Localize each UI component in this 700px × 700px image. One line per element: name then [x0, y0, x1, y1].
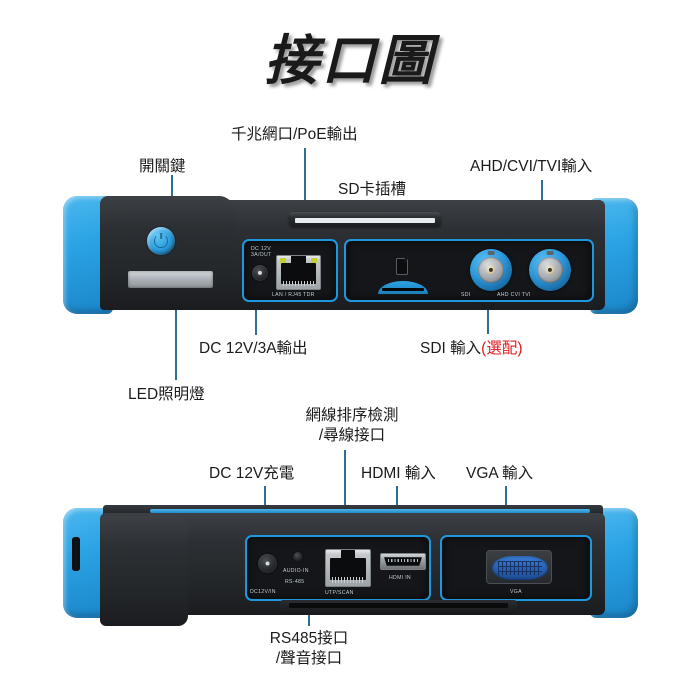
sd-card-slot[interactable]	[382, 288, 424, 291]
panel-bottom-right: VGA	[440, 535, 592, 601]
port-label-dc-out-2: 3A/OUT	[251, 252, 272, 258]
hdmi-in-port[interactable]	[380, 553, 426, 570]
bnc-lug-ahd	[546, 250, 554, 256]
rj45-cavity-bottom	[329, 557, 367, 581]
callout-ahd-cvi-tvi-input: AHD/CVI/TVI輸入	[470, 158, 593, 175]
callout-dc-12v-charge: DC 12V充電	[209, 465, 295, 482]
leader-sdi-input	[487, 288, 489, 334]
sdi-bnc-connector[interactable]	[470, 249, 512, 291]
leader-power-key	[171, 175, 173, 197]
port-label-utp-scan: UTP/SCAN	[325, 590, 354, 596]
ahd-cvi-tvi-bnc-connector[interactable]	[529, 249, 571, 291]
bnc-lug-sdi	[487, 250, 495, 256]
led-lamp	[128, 271, 213, 288]
port-label-dc-out-1: DC 12V	[251, 246, 271, 252]
vga-port[interactable]	[492, 556, 548, 580]
leader-led-lamp	[175, 305, 177, 380]
callout-dc-12v-3a-output: DC 12V/3A輸出	[199, 340, 308, 357]
rj45-pins	[283, 280, 314, 287]
port-label-ahd-cvi-tvi: AHD CVI TVI	[497, 292, 531, 298]
callout-vga-input: VGA 輸入	[466, 465, 534, 482]
vga-pins	[497, 561, 543, 575]
rj45-led-left	[279, 257, 287, 264]
callout-sd-card-slot: SD卡插槽	[338, 181, 407, 198]
sd-card-slot-cover[interactable]	[289, 212, 441, 227]
strap-slot	[72, 537, 80, 571]
power-icon	[154, 234, 168, 248]
sdi-optional-tag: (選配)	[481, 340, 523, 357]
callout-cable-sequence-test: 網線排序檢測 /尋線接口	[305, 407, 399, 444]
power-button[interactable]	[147, 227, 175, 255]
port-label-hdmi-in: HDMI IN	[389, 575, 411, 581]
page-title: 接口圖	[264, 29, 436, 92]
hdmi-teeth	[388, 558, 418, 562]
panel-top-left: DC 12V 3A/OUT LAN / RJ45 TDR	[242, 239, 338, 302]
panel-top-right: SDI AHD CVI TVI	[344, 239, 594, 302]
stand-groove	[289, 603, 508, 608]
rj45-notch-bottom	[340, 550, 356, 560]
sd-card-icon	[396, 258, 408, 275]
callout-hdmi-input: HDMI 輸入	[361, 465, 436, 482]
port-label-audio-in: AUDIO-IN	[283, 568, 309, 574]
lid-strip-accent	[150, 509, 590, 513]
dc-12v-3a-output-jack[interactable]	[252, 265, 268, 281]
port-label-lan: LAN / RJ45 TDR	[272, 292, 315, 298]
leader-dc-12v-3a-out	[255, 295, 257, 335]
leader-gigabit-poe	[304, 148, 306, 208]
port-label-rs485: RS-485	[285, 579, 305, 585]
callout-sdi-input: SDI 輸入(選配)	[420, 340, 523, 357]
body-bottom-hump	[100, 516, 188, 626]
sd-card-slit	[295, 217, 435, 223]
rj45-notch	[291, 256, 306, 265]
bnc-pin-ahd	[547, 267, 553, 273]
callout-led-lamp: LED照明燈	[128, 386, 205, 403]
port-label-dc-in: DC12V/IN	[250, 589, 276, 595]
device-stand-bar	[280, 600, 517, 614]
port-label-sdi: SDI	[461, 292, 471, 298]
dc-12v-in-jack[interactable]	[258, 554, 277, 573]
rj45-cavity	[280, 263, 317, 284]
vga-port-shell	[486, 550, 552, 584]
callout-gigabit-poe: 千兆網口/PoE輸出	[231, 126, 358, 143]
utp-scan-rj45-port[interactable]	[325, 549, 371, 587]
callout-rs485-audio: RS485接口 /聲音接口	[269, 630, 349, 667]
lan-rj45-port[interactable]	[276, 255, 321, 290]
rj45-pins-bottom	[332, 577, 364, 583]
rj45-led-right	[310, 257, 318, 264]
bnc-pin-sdi	[488, 267, 494, 273]
port-label-vga: VGA	[510, 589, 522, 595]
callout-power-key: 開關鍵	[139, 158, 186, 175]
audio-rs485-jack[interactable]	[293, 552, 303, 562]
panel-bottom-left: DC12V/IN AUDIO-IN RS-485 UTP/SCAN HDMI I…	[245, 535, 431, 601]
leader-cable-sequence-test	[344, 450, 346, 542]
